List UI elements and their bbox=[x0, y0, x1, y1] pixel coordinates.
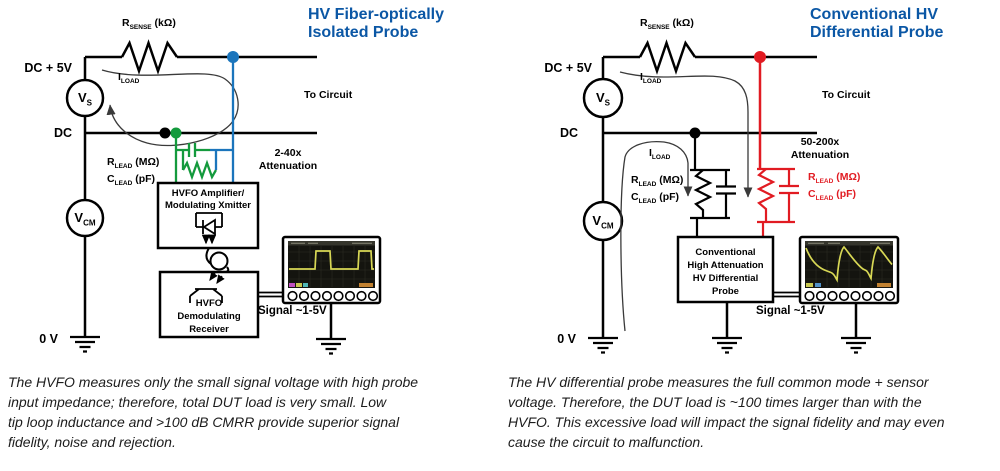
attenuation-label: 50-200x Attenuation bbox=[790, 136, 850, 161]
scope-cable bbox=[773, 291, 800, 298]
scope-menu-bar bbox=[805, 241, 893, 246]
scope-trace-square-wave bbox=[289, 250, 374, 270]
circuit-artwork bbox=[65, 39, 900, 355]
vs-label: VS bbox=[77, 90, 93, 108]
vs-label: VS bbox=[595, 90, 611, 108]
vs-source-circle bbox=[582, 77, 624, 119]
right-caption: The HV differential probe measures the f… bbox=[508, 374, 945, 450]
to-circuit-label: To Circuit bbox=[304, 89, 353, 101]
right-main-wires bbox=[601, 55, 817, 338]
iload-label: ILOAD bbox=[118, 71, 140, 86]
hvfo-receiver-box-label: HVFO Demodulating Receiver bbox=[177, 298, 241, 335]
hv-differential-probe-box-label: Conventional High Attenuation HV Differe… bbox=[687, 247, 764, 297]
zero-v-label: 0 V bbox=[557, 332, 576, 346]
right-oscilloscope bbox=[773, 235, 900, 338]
iload-current-loop-lower bbox=[620, 140, 693, 332]
scope-knobs bbox=[287, 290, 379, 302]
ground-symbol bbox=[314, 337, 348, 355]
zero-v-label: 0 V bbox=[39, 332, 58, 346]
black-lead-rc-network bbox=[690, 133, 736, 237]
ground-symbol bbox=[839, 336, 873, 354]
led-symbol bbox=[195, 212, 223, 245]
blue-lead-wire bbox=[210, 57, 235, 183]
scope-cable bbox=[258, 291, 283, 298]
hv-differential-probe-box bbox=[676, 235, 775, 304]
left-main-wires bbox=[83, 55, 317, 337]
dc-plus-5v-label: DC + 5V bbox=[544, 61, 592, 75]
scope-knobs bbox=[804, 290, 896, 302]
ground-symbol bbox=[710, 336, 744, 354]
dc-label: DC bbox=[559, 126, 578, 140]
hvfo-amp-box-label: HVFO Amplifier/ Modulating Xmitter bbox=[164, 188, 252, 211]
right-panel-title: Conventional HV Differential Probe bbox=[810, 6, 944, 41]
fiber-coil-icon bbox=[205, 247, 230, 273]
vcm-source-circle bbox=[65, 198, 105, 238]
red-lead-rc-network bbox=[756, 57, 799, 237]
signal-label: Signal ~1-5V bbox=[258, 305, 327, 317]
left-panel-title: HV Fiber-optically Isolated Probe bbox=[308, 6, 445, 41]
iload-top-label: ILOAD bbox=[640, 71, 662, 86]
rsense-label: RSENSE (kΩ) bbox=[122, 17, 176, 32]
phototransistor-symbol bbox=[189, 271, 225, 303]
red-lead-impedance-label: RLEAD (MΩ) CLEAD (pF) bbox=[808, 171, 861, 203]
green-lead-rc-network bbox=[174, 133, 217, 183]
hvfo-receiver-box bbox=[158, 270, 260, 339]
scope-menu-bar bbox=[288, 241, 375, 246]
vcm-source-circle bbox=[582, 200, 624, 242]
vs-source-circle bbox=[65, 78, 105, 118]
black-lead-impedance-label: RLEAD (MΩ) CLEAD (pF) bbox=[631, 174, 684, 206]
iload-lower-label: ILOAD bbox=[649, 147, 671, 162]
scope-grid bbox=[288, 246, 375, 287]
vcm-label: VCM bbox=[74, 210, 96, 228]
left-caption: The HVFO measures only the small signal … bbox=[8, 374, 419, 450]
rsense-resistor bbox=[120, 39, 179, 75]
rsense-label: RSENSE (kΩ) bbox=[640, 17, 694, 32]
dc-plus-5v-label: DC + 5V bbox=[24, 61, 72, 75]
to-circuit-label: To Circuit bbox=[822, 89, 871, 101]
signal-label: Signal ~1-5V bbox=[756, 305, 825, 317]
blue-tip-dot bbox=[227, 51, 239, 63]
attenuation-label: 2-40x Attenuation bbox=[258, 147, 318, 172]
iload-current-loop-top bbox=[619, 71, 753, 198]
left-oscilloscope bbox=[258, 235, 382, 339]
lead-impedance-label: RLEAD (MΩ) CLEAD (pF) bbox=[107, 156, 160, 188]
scope-channel-tags bbox=[806, 283, 891, 287]
ground-symbol bbox=[586, 336, 620, 354]
left-circuit bbox=[65, 39, 382, 355]
ground-symbol bbox=[68, 335, 102, 353]
scope-trace-distorted-wave bbox=[805, 245, 893, 283]
dc-label: DC bbox=[53, 126, 72, 140]
scope-channel-tags bbox=[289, 283, 373, 287]
rsense-resistor bbox=[638, 39, 697, 75]
right-circuit bbox=[582, 39, 900, 354]
vcm-label: VCM bbox=[592, 213, 614, 231]
dc-node-dot bbox=[159, 127, 171, 139]
